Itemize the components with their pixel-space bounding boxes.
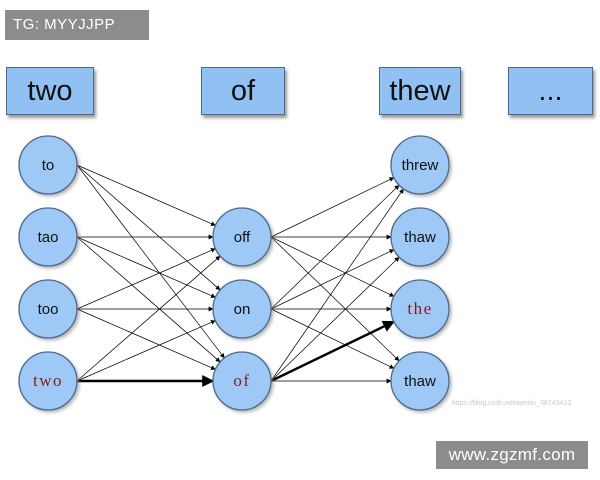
node-label: two [33,371,63,390]
candidate-node: too [18,279,78,339]
transition-edge [270,236,395,297]
node-label: thaw [404,373,436,390]
node-label: tao [38,229,59,246]
transition-edge [270,236,400,362]
node-label: threw [402,157,439,174]
header-word-3: thew [379,67,461,115]
candidate-node: threw [390,135,450,195]
watermark-bottom: www.zgzmf.com [436,441,588,469]
transition-edge [76,320,216,382]
transition-edge [76,308,216,370]
header-word-1: two [6,67,94,115]
node-circle [390,135,450,195]
header-word-2: of [201,67,285,115]
node-circle [18,279,78,339]
header-word-4: ... [508,67,593,115]
candidate-node: thaw [390,351,450,411]
best-path-edge [270,320,395,383]
node-circle [390,351,450,411]
transition-edge [270,256,400,382]
candidate-node: on [212,279,272,339]
candidate-node: tao [18,207,78,267]
node-label: on [234,301,251,318]
transition-edge [76,236,221,363]
transition-edge [270,177,395,238]
transition-edge [270,184,400,310]
transition-edge [76,248,216,310]
node-label: thaw [404,229,436,246]
transition-edge [76,255,221,382]
candidate-node: two [18,351,78,411]
candidate-node: thaw [390,207,450,267]
node-circle [18,135,78,195]
transition-edge [270,188,404,382]
node-label: of [233,371,250,390]
node-circle [212,207,272,267]
node-label: too [38,301,59,318]
transition-edge [270,249,395,310]
transition-edge [76,236,216,298]
watermark-top: TG: MYYJJPP [5,10,149,40]
candidate-node: off [212,207,272,267]
node-circle [212,351,272,411]
node-circle [18,207,78,267]
watermark-faint: https://blog.csdn.net/weixin_38743413 [452,400,572,407]
node-label: to [42,157,55,174]
node-label: the [407,299,432,318]
candidate-node: the [390,279,450,339]
transition-edge [76,164,225,359]
node-label: off [234,229,251,246]
node-circle [212,279,272,339]
node-circle [390,207,450,267]
transition-edge [76,164,221,291]
node-circle [18,351,78,411]
node-circle [390,279,450,339]
transition-edge [270,308,395,369]
candidate-node: of [212,351,272,411]
transition-edge [76,164,216,226]
candidate-node: to [18,135,78,195]
